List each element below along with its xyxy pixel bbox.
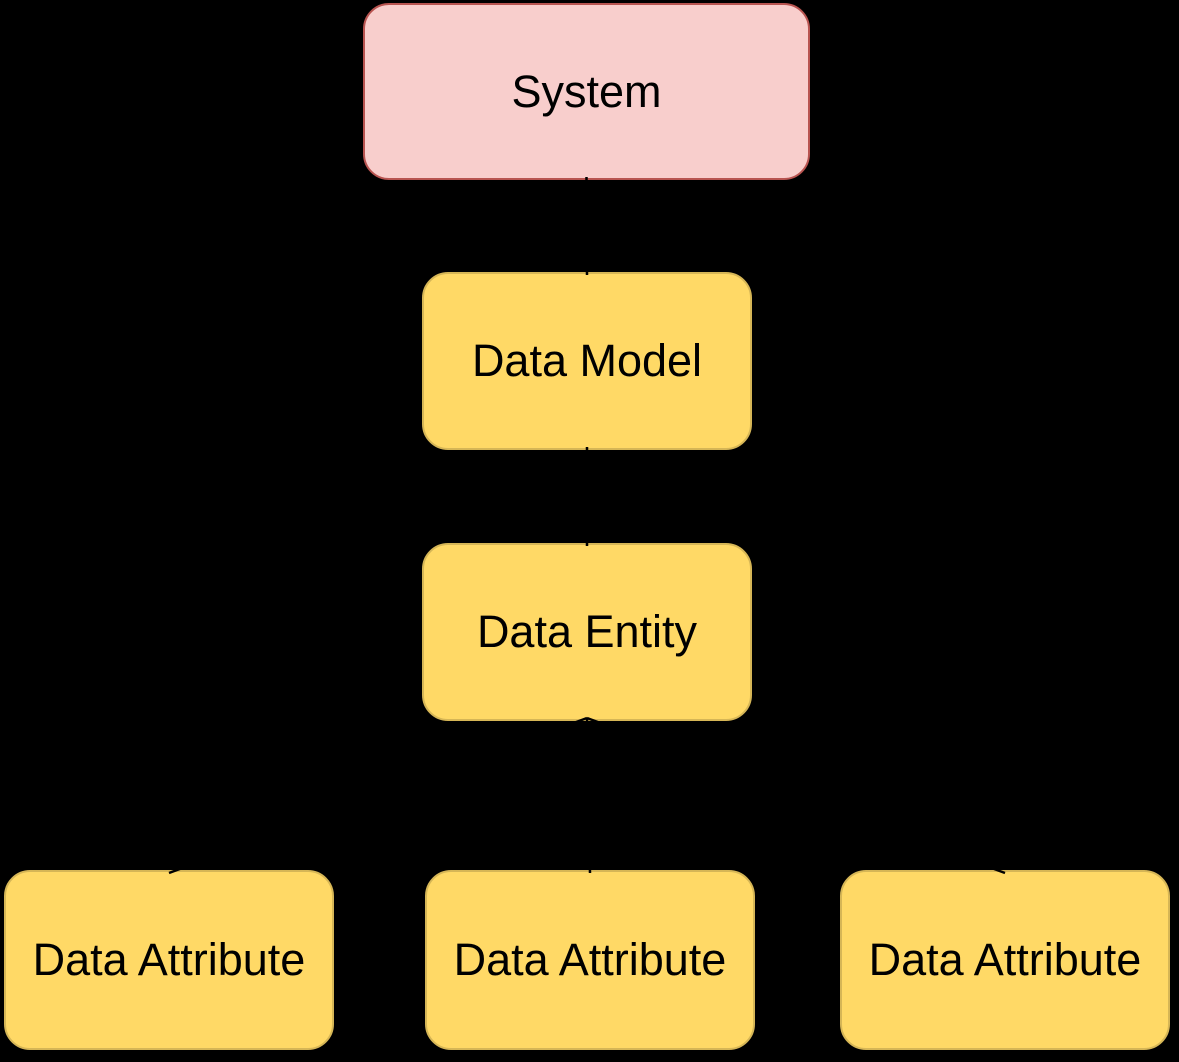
node-data-attribute-3-label: Data Attribute [868, 934, 1142, 985]
node-data-model: Data Model [422, 272, 752, 450]
node-data-attribute-2: Data Attribute [425, 870, 755, 1050]
node-data-attribute-3: Data Attribute [840, 870, 1170, 1050]
node-data-attribute-1-label: Data Attribute [32, 934, 306, 985]
edge-data-entity-to-data-attribute-3 [586, 716, 1006, 875]
edge-data-entity-to-data-attribute-2 [585, 717, 592, 874]
node-data-attribute-1: Data Attribute [4, 870, 334, 1050]
node-data-entity: Data Entity [422, 543, 752, 721]
node-data-attribute-2-label: Data Attribute [453, 934, 727, 985]
node-data-entity-label: Data Entity [476, 606, 698, 657]
edge-system-to-data-model [585, 176, 589, 276]
node-system: System [363, 3, 810, 180]
node-data-model-label: Data Model [471, 335, 703, 386]
edge-data-entity-to-data-attribute-1 [168, 716, 588, 875]
node-system-label: System [511, 65, 662, 117]
